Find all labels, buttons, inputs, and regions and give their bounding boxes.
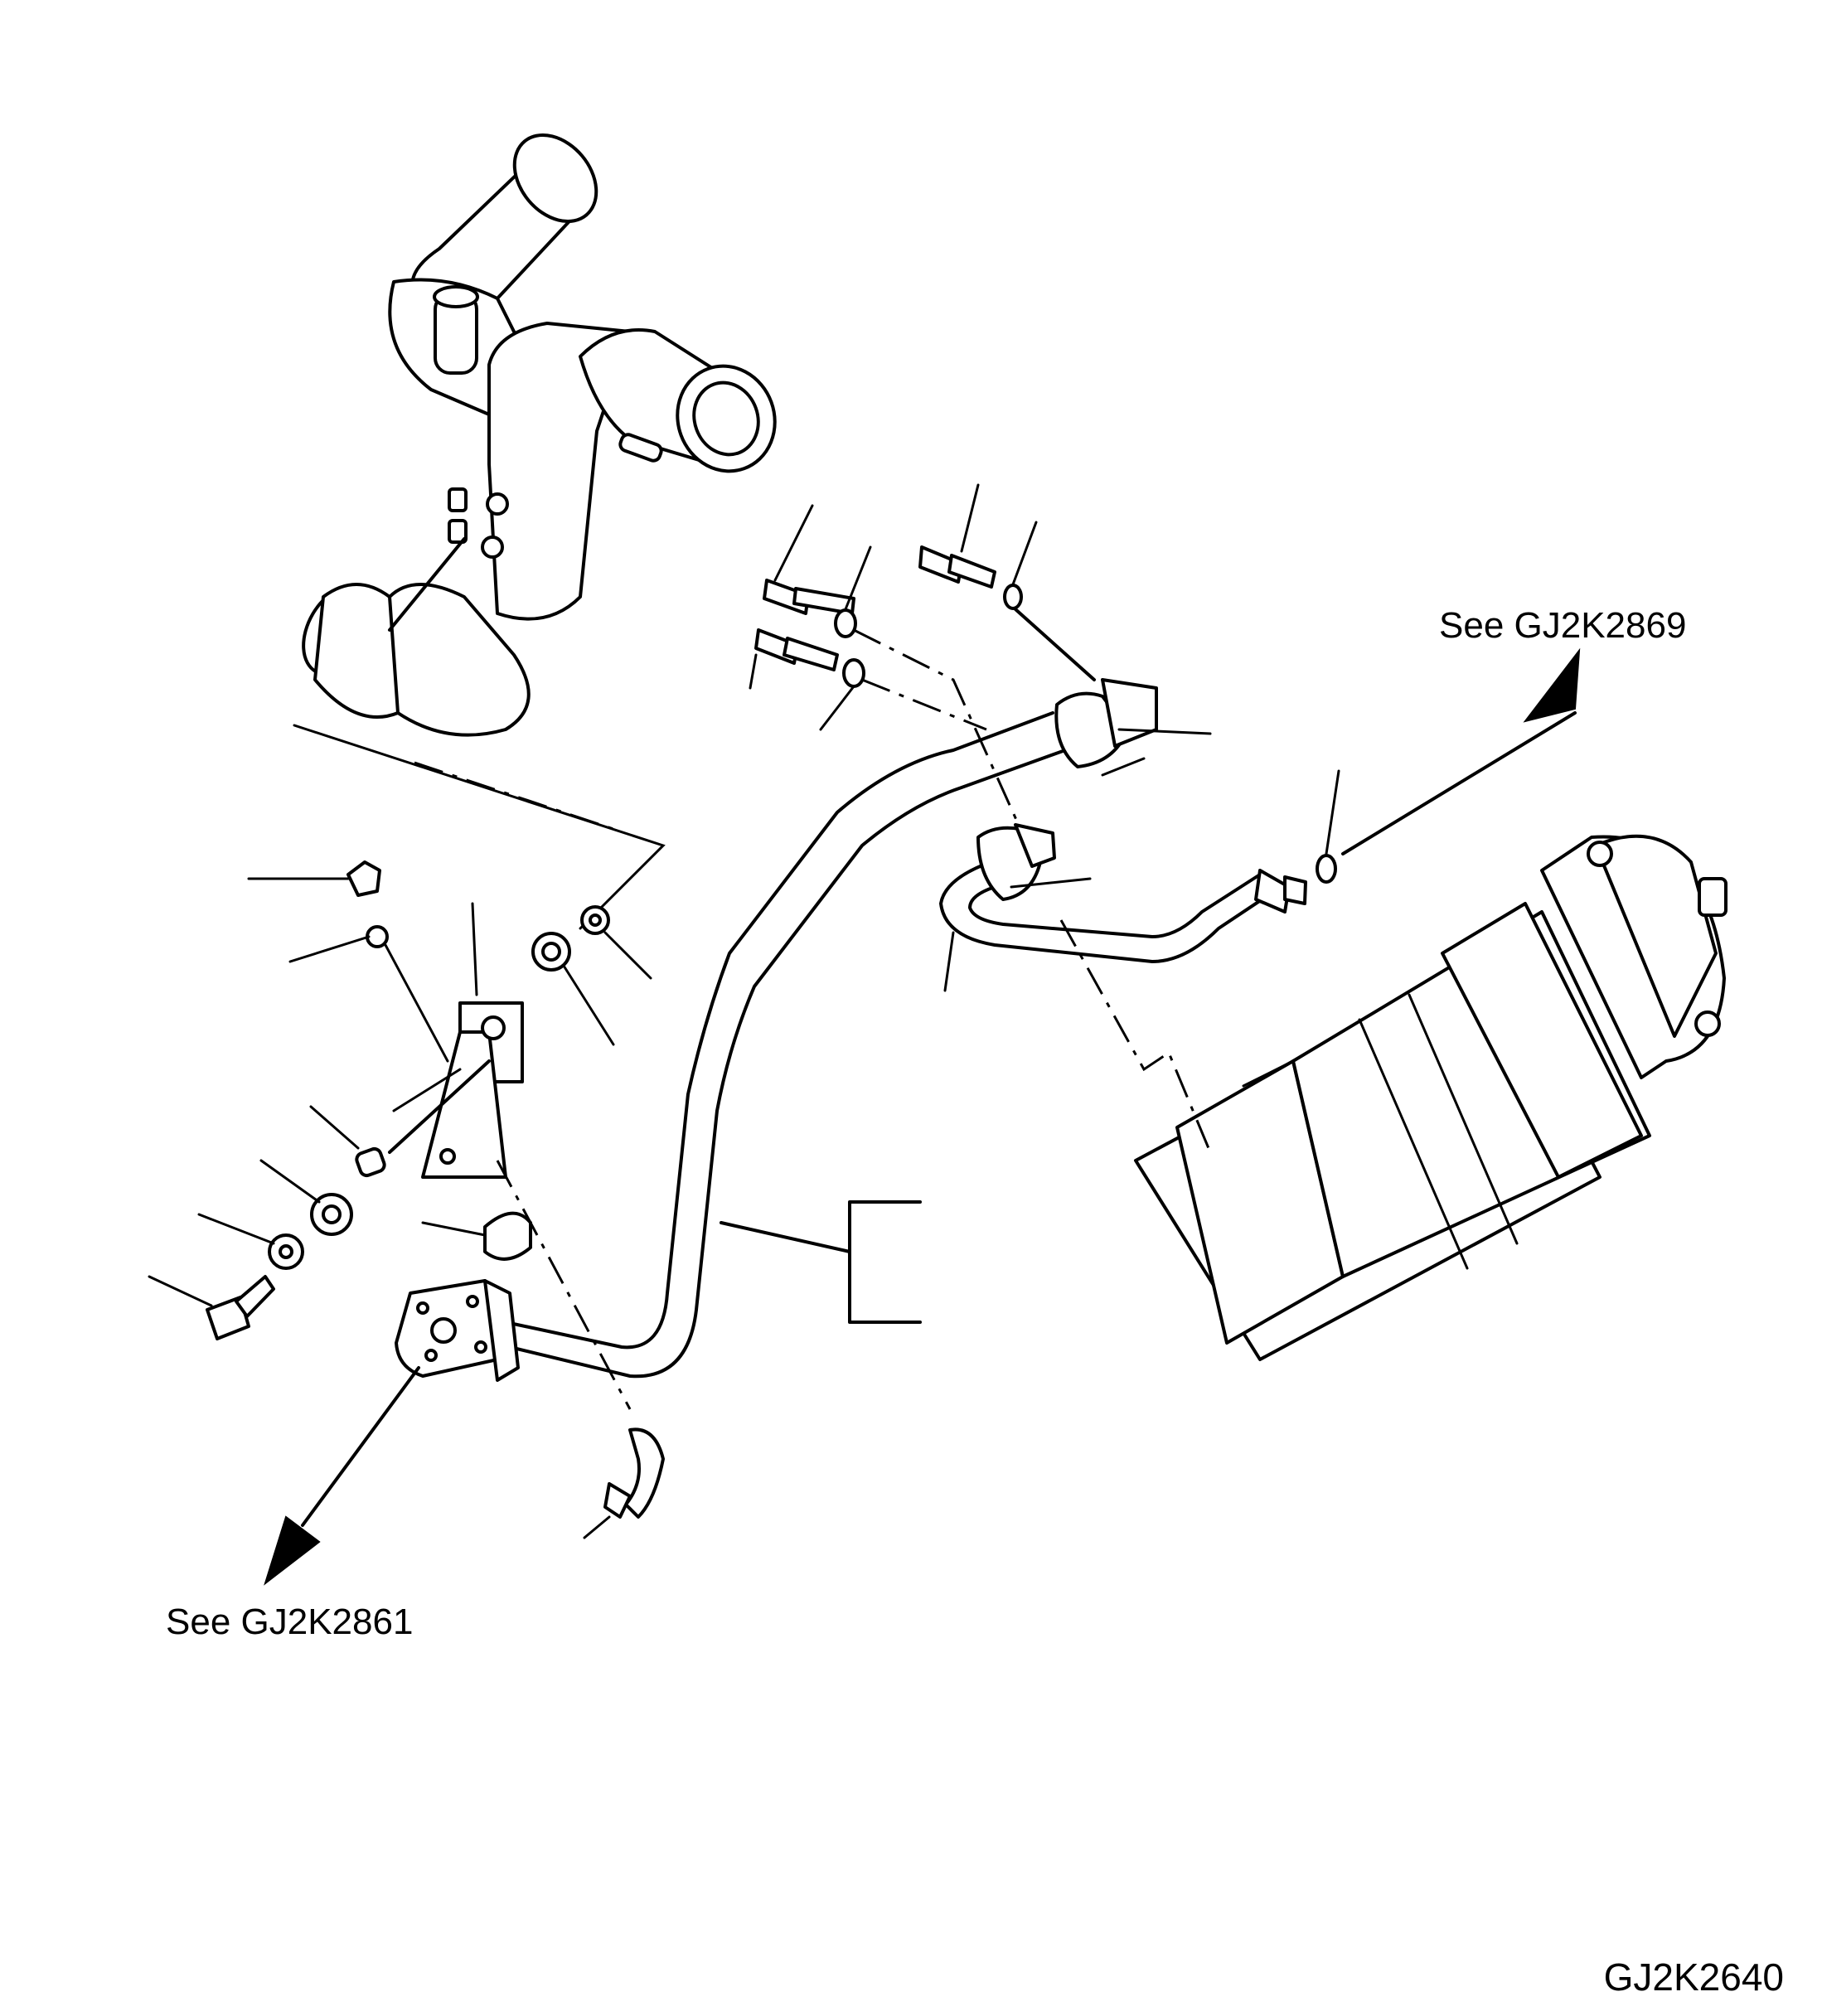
figure-id: GJ2K2640 [1603,1955,1784,1999]
bolt-cluster [749,483,1096,846]
arrow-bottom-left [264,1366,420,1586]
elbow-pipe-assembly [302,133,777,737]
bracket-hardware [148,860,652,1410]
bolt-1 [763,504,855,615]
bolt-3 [918,483,996,589]
main-pipe [504,678,1212,1379]
reference-label-top-right: See GJ2K2869 [1439,605,1687,646]
arrow-top-right [1341,647,1581,855]
clip [583,1427,665,1539]
bolt-2 [749,628,839,690]
small-pipe [939,769,1340,992]
pump-motor-unit [1059,834,1728,1361]
reference-label-bottom-left: See GJ2K2861 [166,1602,414,1642]
